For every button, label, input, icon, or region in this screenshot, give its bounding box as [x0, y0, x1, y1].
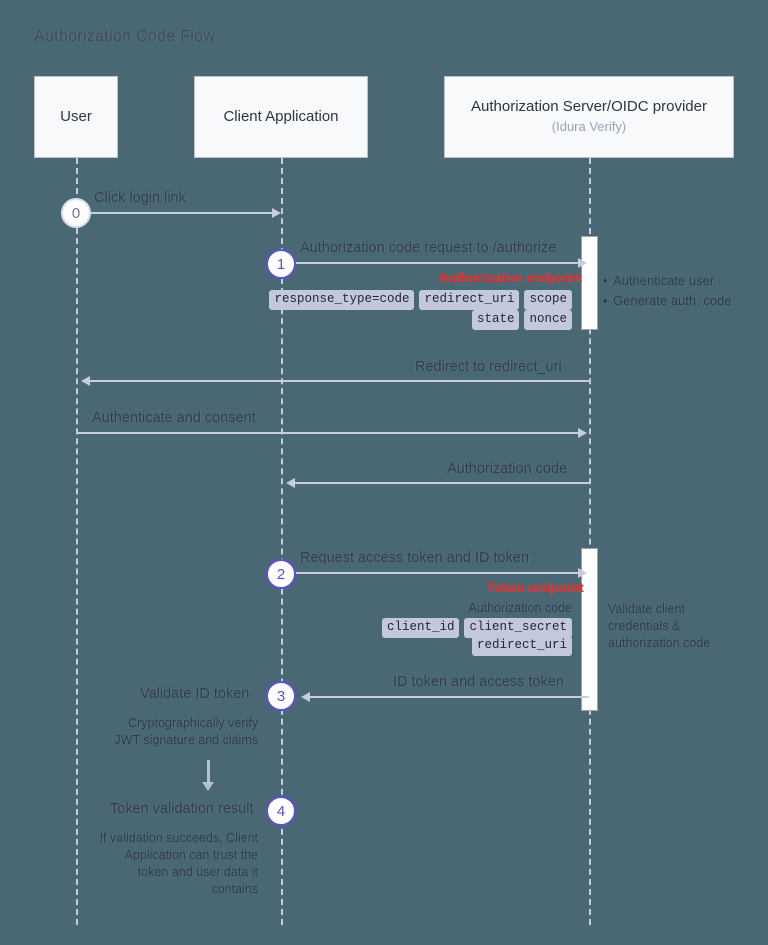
bullet-dot-icon: •	[603, 292, 608, 308]
message-line-id-token-and-access-token	[310, 696, 589, 698]
step-marker-0-number: 0	[71, 204, 81, 222]
message-label-authenticate-and-consent: Authenticate and consent	[92, 410, 256, 426]
arrowhead-click-login-link	[272, 208, 281, 218]
server-note-auth-bullets: •Authenticate user •Generate auth. code	[603, 271, 732, 310]
endpoint-label-token: Token endpoint	[487, 580, 583, 595]
participant-server-subtitle: (Idura Verify)	[551, 118, 627, 134]
client-note-token-validation-label: Token validation result	[110, 801, 254, 817]
message-label-authorization-code: Authorization code	[447, 461, 568, 477]
message-line-authenticate-and-consent	[76, 432, 578, 434]
arrowhead-authenticate-and-consent	[578, 428, 587, 438]
step-marker-1-number: 1	[276, 255, 286, 273]
participant-authorization-server[interactable]: Authorization Server/OIDC provider (Idur…	[444, 76, 734, 158]
param-chip-state: state	[471, 310, 520, 330]
message-label-id-token-and-access-token: ID token and access token	[393, 674, 564, 690]
bullet-generate-auth-code: •Generate auth. code	[603, 291, 732, 311]
lifeline-server	[589, 158, 591, 925]
lifeline-user	[76, 158, 78, 925]
param-chip-token-redirect-uri: redirect_uri	[471, 636, 572, 656]
participant-server-label: Authorization Server/OIDC provider	[471, 98, 707, 116]
step-marker-3[interactable]: 3	[266, 681, 296, 711]
diagram-title: Authorization Code Flow	[34, 28, 216, 45]
message-line-request-access-token	[281, 572, 579, 574]
param-chip-nonce: nonce	[524, 310, 572, 330]
param-chip-row-authorize-1: response_type=code redirect_uri scope	[260, 290, 572, 310]
server-note-validate-credentials: Validate client credentials & authorizat…	[608, 602, 711, 650]
arrowhead-authorization-code-request	[578, 258, 587, 268]
message-line-click-login-link	[76, 212, 272, 214]
param-chip-row-token-1: client_id client_secret	[340, 618, 572, 638]
flow-down-line	[207, 760, 210, 784]
arrowhead-authorization-code	[286, 478, 295, 488]
client-note-validate-id-token-detail: Cryptographically verify JWT signature a…	[114, 716, 258, 747]
param-chip-scope: scope	[524, 290, 572, 310]
message-line-authorization-code-request	[281, 262, 579, 264]
param-chip-response-type: response_type=code	[269, 290, 415, 310]
param-chip-client-secret: client_secret	[464, 618, 572, 638]
step-marker-4-number: 4	[276, 802, 286, 820]
arrowhead-request-access-token	[578, 568, 587, 578]
param-caption-authorization-code: Authorization code	[468, 601, 572, 615]
step-marker-2-number: 2	[276, 565, 286, 583]
activation-bar-server-token	[581, 548, 598, 711]
bullet-dot-icon: •	[603, 273, 608, 288]
param-chip-redirect-uri: redirect_uri	[419, 290, 520, 310]
message-label-request-access-token: Request access token and ID token	[300, 550, 529, 566]
arrowhead-redirect-to-redirect-uri	[81, 376, 90, 386]
message-label-click-login-link: Click login link	[94, 190, 186, 206]
arrowhead-id-token-and-access-token	[301, 692, 310, 702]
participant-client-label: Client Application	[223, 107, 339, 125]
participant-user-label: User	[60, 107, 92, 125]
client-note-validate-id-token-label: Validate ID token	[140, 686, 250, 702]
param-chip-client-id: client_id	[381, 618, 460, 638]
param-chip-row-authorize-2: state nonce	[260, 310, 572, 330]
participant-user[interactable]: User	[34, 76, 118, 158]
step-marker-1[interactable]: 1	[266, 249, 296, 279]
message-label-authorization-code-request: Authorization code request to /authorize	[300, 240, 557, 256]
flow-down-arrowhead-icon	[202, 782, 214, 791]
client-note-token-validation-detail: If validation succeeds, Client Applicati…	[99, 831, 258, 896]
step-marker-4[interactable]: 4	[266, 796, 296, 826]
bullet-authenticate-user: •Authenticate user	[603, 271, 732, 291]
endpoint-label-authorization: Authorization endpoint	[439, 270, 582, 285]
step-marker-3-number: 3	[276, 687, 286, 705]
activation-bar-server-auth	[581, 236, 598, 330]
lifeline-client	[281, 158, 283, 925]
step-marker-0[interactable]: 0	[61, 198, 91, 228]
participant-client-application[interactable]: Client Application	[194, 76, 368, 158]
param-chip-row-token-2: redirect_uri	[340, 636, 572, 656]
message-label-redirect-to-redirect-uri: Redirect to redirect_uri	[415, 359, 562, 375]
message-line-authorization-code	[295, 482, 589, 484]
step-marker-2[interactable]: 2	[266, 559, 296, 589]
message-line-redirect-to-redirect-uri	[90, 380, 589, 382]
